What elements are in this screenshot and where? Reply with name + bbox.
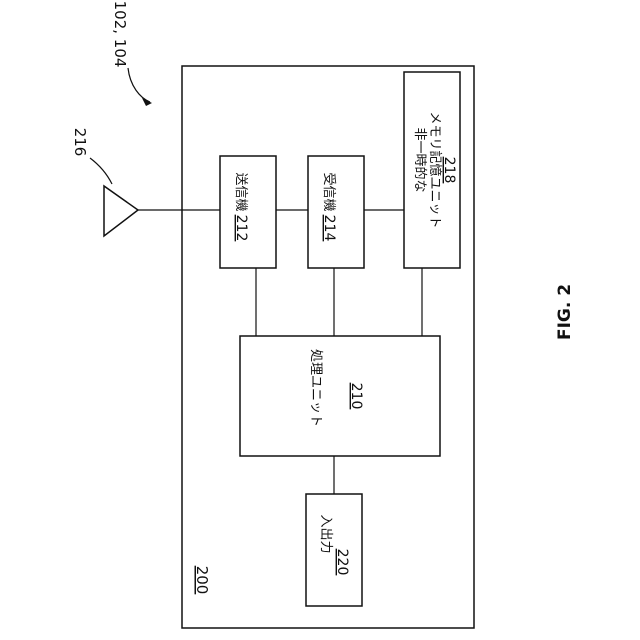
io-number: 220 bbox=[334, 549, 350, 576]
antenna-ref-label: 216 bbox=[71, 128, 89, 157]
antenna-icon bbox=[104, 186, 138, 236]
transmitter-label: 送信機 bbox=[233, 172, 248, 211]
receiver-number: 214 bbox=[321, 215, 337, 242]
device-number: 200 bbox=[193, 566, 211, 595]
transmitter-number: 212 bbox=[233, 215, 249, 242]
memory-label-line1: 非一時的な bbox=[412, 127, 428, 192]
processing-number: 210 bbox=[348, 383, 364, 410]
memory-label-line2: メモリ記憶ユニット bbox=[427, 111, 443, 228]
device-leader bbox=[128, 68, 150, 102]
device-leader-arrowhead bbox=[142, 98, 152, 106]
processing-block bbox=[240, 336, 440, 456]
memory-number: 218 bbox=[441, 157, 457, 184]
device-ref-label: 102, 104 bbox=[111, 1, 129, 68]
antenna-leader bbox=[90, 158, 112, 184]
receiver-label: 受信機 bbox=[321, 172, 336, 211]
io-label: 入出力 bbox=[318, 514, 333, 553]
figure-caption: FIG. 2 bbox=[555, 284, 575, 340]
processing-label: 処理ユニット bbox=[308, 349, 323, 427]
io-block bbox=[306, 494, 362, 606]
